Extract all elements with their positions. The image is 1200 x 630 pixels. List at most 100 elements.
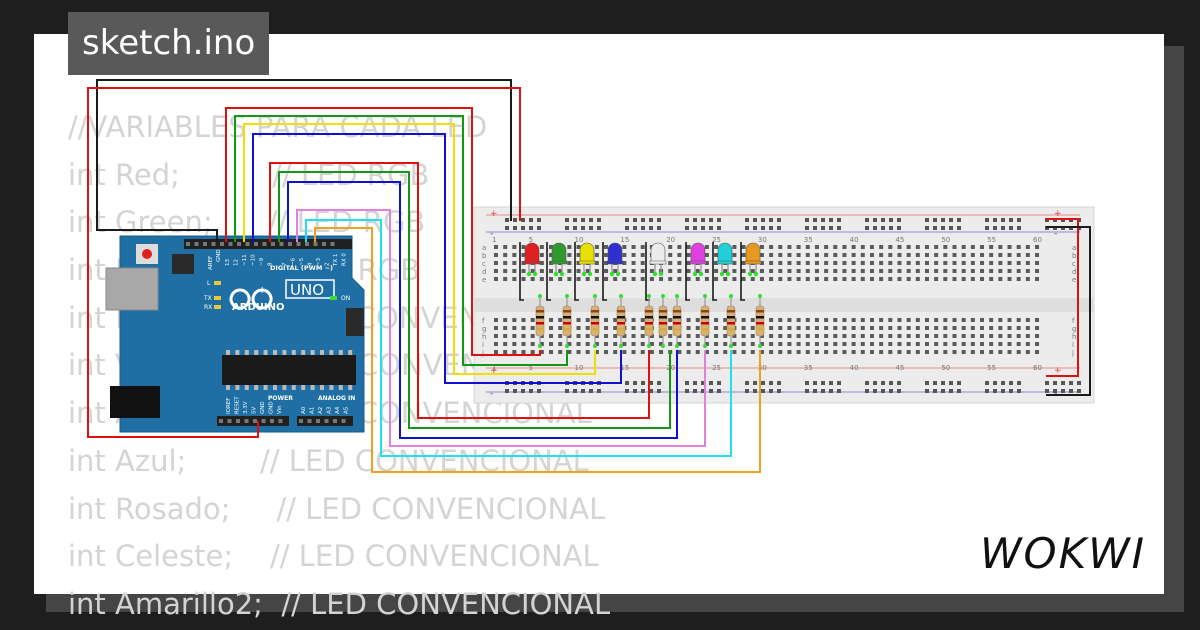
hole: [576, 269, 581, 273]
rail-hole: [829, 218, 833, 222]
rail-hole: [941, 381, 945, 385]
hole: [622, 350, 627, 354]
rail-hole: [837, 381, 841, 385]
hole: [796, 253, 801, 257]
hole: [512, 326, 517, 330]
rail-hole: [505, 226, 509, 230]
hole: [677, 342, 682, 346]
resistor-band: [727, 316, 735, 319]
hole: [1035, 350, 1040, 354]
hole: [494, 245, 498, 249]
hole: [989, 342, 994, 346]
hole: [906, 253, 911, 257]
rail-hole: [1061, 389, 1065, 393]
resistor-pin-marker: [538, 344, 542, 348]
hole: [952, 253, 957, 257]
rail-hole: [581, 226, 585, 230]
column-number: 45: [895, 236, 904, 244]
hole: [814, 326, 819, 330]
rail-hole: [1069, 389, 1073, 393]
hole: [1025, 342, 1030, 346]
hole: [640, 261, 645, 265]
resistor-pin-marker: [675, 344, 679, 348]
hole: [668, 269, 673, 273]
hole: [732, 277, 737, 281]
hole: [704, 253, 709, 257]
hole: [512, 269, 517, 273]
row-letter: b: [482, 252, 487, 260]
hole: [677, 350, 682, 354]
rail-hole: [985, 226, 989, 230]
hole: [1035, 334, 1040, 338]
hole: [622, 261, 627, 265]
hole: [879, 269, 884, 273]
hole: [915, 326, 920, 330]
resistor-band: [727, 322, 735, 325]
wokwi-logo-text: WOKWI: [980, 529, 1146, 578]
hole: [1016, 326, 1021, 330]
row-letter: h: [482, 333, 486, 341]
resistor-pin-marker: [647, 294, 651, 298]
digital-pin-label: ~10: [251, 254, 257, 266]
hole: [851, 253, 856, 257]
hole: [924, 277, 929, 281]
hole: [659, 350, 664, 354]
hole: [805, 326, 810, 330]
hole: [989, 253, 994, 257]
resistor-band: [701, 322, 709, 325]
hole: [604, 261, 609, 265]
power-pin-label: IOREF: [226, 398, 232, 414]
hole: [961, 269, 966, 273]
hole: [521, 253, 526, 257]
rail-hole: [865, 218, 869, 222]
hole: [741, 253, 746, 257]
resistor-band: [756, 322, 764, 325]
hole: [677, 261, 682, 265]
led-pin-marker: [652, 271, 658, 277]
hole: [1016, 277, 1021, 281]
hole: [796, 277, 801, 281]
tx-led: [214, 296, 221, 300]
rail-hole: [1017, 381, 1021, 385]
hole: [558, 318, 563, 322]
hole: [567, 342, 572, 346]
row-letter: a: [482, 244, 486, 252]
hole: [594, 350, 599, 354]
sketch-title[interactable]: sketch.ino: [68, 12, 270, 75]
rail-hole: [941, 218, 945, 222]
hole: [961, 261, 966, 265]
hole: [998, 261, 1003, 265]
rail-hole: [821, 226, 825, 230]
hole: [631, 269, 636, 273]
rail-hole: [777, 226, 781, 230]
rail-hole: [753, 226, 757, 230]
row-letter: d: [1072, 268, 1076, 276]
rail-hole: [985, 381, 989, 385]
rail-hole: [693, 226, 697, 230]
chip-pin: [329, 385, 334, 390]
hole: [741, 318, 746, 322]
hole: [851, 269, 856, 273]
rail-hole: [865, 226, 869, 230]
hole: [842, 350, 847, 354]
rail-hole: [1009, 218, 1013, 222]
rail-hole: [813, 381, 817, 385]
hole: [970, 253, 975, 257]
resistor-band: [617, 310, 625, 313]
hole: [980, 261, 985, 265]
hole: [759, 342, 764, 346]
rail-hole: [805, 226, 809, 230]
atmega-chip: [222, 355, 356, 385]
resistor-band: [645, 322, 653, 325]
hole: [530, 334, 535, 338]
resistor-band: [563, 328, 571, 331]
rail-hole: [889, 218, 893, 222]
hole: [659, 342, 664, 346]
led-pin-marker: [725, 271, 731, 277]
resistor-pin-marker: [619, 344, 623, 348]
hole: [604, 318, 609, 322]
rail-hole: [589, 218, 593, 222]
